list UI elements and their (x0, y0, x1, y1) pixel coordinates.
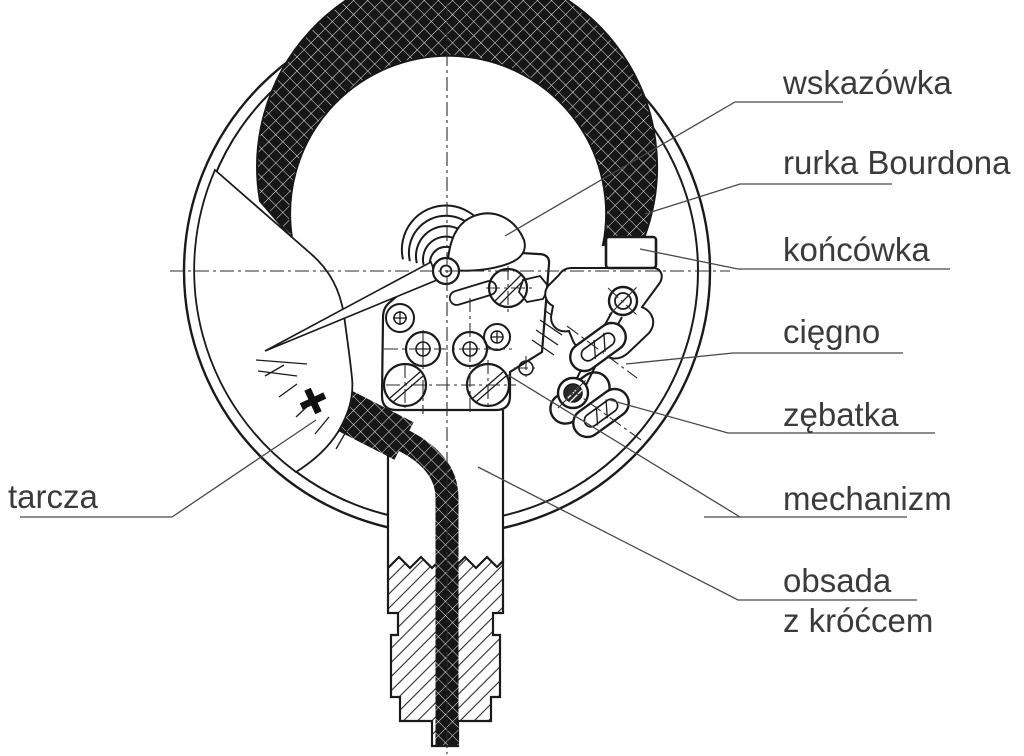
dial-scale-ticks (255, 359, 348, 450)
hex-nut (517, 274, 551, 303)
label-rurka-bourdona-text: rurka Bourdona (783, 144, 1011, 181)
bourdon-tube-arc (256, 0, 659, 247)
plate-centerlines (384, 266, 538, 414)
tube-end-block (604, 235, 658, 270)
label-tarcza-text: tarcza (8, 478, 99, 515)
label-wskazowka: wskazówka (504, 64, 952, 237)
annotations: wskazówka rurka Bourdona końcówka cięgno… (8, 64, 1011, 639)
plate-outline (380, 248, 551, 412)
label-obsada: obsada z króćcem (477, 466, 933, 639)
label-mechanizm: mechanizm (507, 374, 952, 518)
adjust-slot (448, 280, 498, 306)
dial-adjust-mark (299, 387, 327, 415)
centerlines (170, 2, 730, 754)
label-zebatka-text: zębatka (783, 396, 899, 433)
label-koncowka: końcówka (639, 231, 950, 270)
label-tarcza: tarcza (8, 419, 317, 518)
label-ciegno-text: cięgno (783, 313, 880, 350)
label-mechanizm-text: mechanizm (783, 480, 952, 517)
linkage-centerlines (557, 286, 642, 441)
link-rod (556, 285, 642, 441)
label-ciegno: cięgno (625, 313, 903, 365)
label-obsada-line1-text: obsada (783, 562, 892, 599)
label-zebatka: zębatka (609, 396, 935, 434)
label-koncowka-text: końcówka (783, 231, 930, 268)
label-rurka-bourdona: rurka Bourdona (644, 144, 1011, 215)
label-obsada-line2-text: z króćcem (783, 602, 933, 639)
label-wskazowka-text: wskazówka (782, 64, 952, 101)
pointer-counterweight (446, 212, 526, 272)
